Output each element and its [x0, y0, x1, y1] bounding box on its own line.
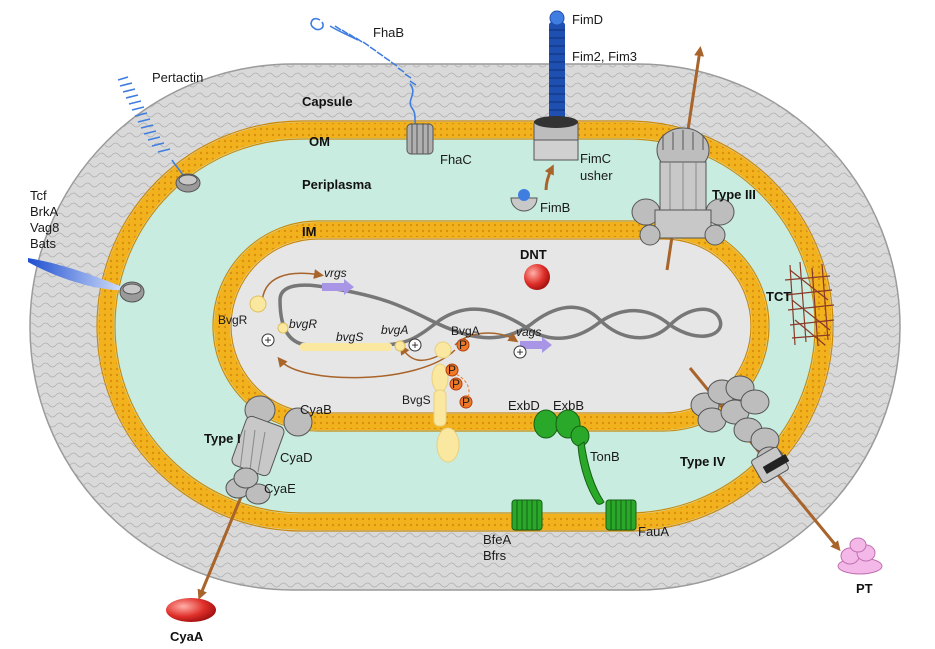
- inner-membrane-texture: [215, 223, 767, 429]
- label-fhab: FhaB: [373, 25, 404, 40]
- label-bvgr-gene: bvgR: [289, 317, 317, 331]
- vags-gene-arrow: [520, 337, 552, 353]
- dnt-toxin: [524, 264, 550, 290]
- svg-text:+: +: [264, 333, 271, 347]
- svg-text:+: +: [516, 345, 523, 359]
- phospho-relay-dash: [451, 371, 470, 403]
- label-pertactin: Pertactin: [152, 70, 203, 85]
- label-bvga-protein: BvgA: [451, 324, 480, 338]
- type3-secretion-system: [631, 46, 735, 271]
- tonb-protein: [577, 441, 605, 505]
- label-bfea: BfeA: [483, 532, 512, 547]
- phospho-group-3: P: [449, 377, 463, 391]
- label-bats: Bats: [30, 236, 57, 251]
- label-tct: TCT: [766, 289, 791, 304]
- label-pt: PT: [856, 581, 873, 596]
- fhac-transporter: [406, 123, 434, 155]
- autotransporter-porin: [119, 281, 145, 303]
- label-tcf: Tcf: [30, 188, 47, 203]
- type4-secretion-system: [688, 367, 841, 552]
- label-type1: Type I: [204, 431, 241, 446]
- bvga-gene-marker: [394, 340, 406, 352]
- label-tonb: TonB: [590, 449, 620, 464]
- label-dnt: DNT: [520, 247, 547, 262]
- label-periplasma: Periplasma: [302, 177, 372, 192]
- plus-sign-1: +: [261, 333, 275, 347]
- fimd-tip: [549, 10, 565, 26]
- fimb-chaperone: [510, 189, 538, 212]
- pt-toxin: [837, 537, 883, 575]
- bfea-receptor: [511, 499, 543, 531]
- label-bvgs-protein: BvgS: [402, 393, 431, 407]
- faua-receptor: [605, 499, 637, 531]
- label-bvgr-protein: BvgR: [218, 313, 248, 327]
- bvgs-gene-bar: [300, 343, 392, 351]
- autotransporter-spike: [28, 258, 130, 291]
- label-cyae: CyaE: [264, 481, 296, 496]
- label-bvgs-gene: bvgS: [336, 330, 363, 344]
- label-capsule: Capsule: [302, 94, 353, 109]
- outer-membrane-outline-outer: [96, 120, 834, 532]
- svg-text:P: P: [462, 395, 470, 409]
- label-type4: Type IV: [680, 454, 726, 469]
- svg-text:+: +: [411, 338, 418, 352]
- fhab-coil: [310, 17, 419, 129]
- bvgr-gene-marker: [277, 322, 289, 334]
- phospho-group-2: P: [445, 363, 459, 377]
- label-im: IM: [302, 224, 316, 239]
- outer-membrane-outline-inner: [114, 138, 816, 514]
- exbb-exbd-complex: [533, 409, 590, 447]
- phospho-group-1: P: [456, 338, 470, 352]
- label-fimc: FimC: [580, 151, 611, 166]
- label-bvga-gene: bvgA: [381, 323, 408, 337]
- label-fimb: FimB: [540, 200, 570, 215]
- type1-secretion-system: [197, 395, 313, 600]
- plus-sign-3: +: [513, 345, 527, 359]
- fimbria-shaft: [549, 22, 565, 126]
- label-usher: usher: [580, 168, 613, 183]
- fimc-usher-complex: [533, 116, 579, 161]
- inner-membrane-outline-outer: [212, 220, 770, 432]
- label-cyaa: CyaA: [170, 629, 204, 644]
- label-om: OM: [309, 134, 330, 149]
- cyaa-toxin: [166, 598, 216, 622]
- label-exbb: ExbB: [553, 398, 584, 413]
- label-fim2-fim3: Fim2, Fim3: [572, 49, 637, 64]
- bvgr-protein: [249, 295, 267, 313]
- label-vags: vags: [516, 325, 541, 339]
- label-vag8: Vag8: [30, 220, 59, 235]
- fimb-export-arrow: [544, 164, 554, 191]
- label-cyab: CyaB: [300, 402, 332, 417]
- label-vrgs: vrgs: [324, 266, 347, 280]
- tct-peptidoglycan: [784, 261, 835, 347]
- svg-text:P: P: [459, 338, 467, 352]
- label-exbd: ExbD: [508, 398, 540, 413]
- label-brka: BrkA: [30, 204, 59, 219]
- svg-text:P: P: [448, 363, 456, 377]
- inner-membrane-outline-inner: [230, 238, 752, 414]
- svg-text:P: P: [452, 377, 460, 391]
- phospho-group-4: P: [459, 395, 473, 409]
- label-bfrs: Bfrs: [483, 548, 507, 563]
- label-type3: Type III: [712, 187, 756, 202]
- vrgs-gene-arrow: [322, 279, 354, 295]
- pertactin-porin: [175, 173, 201, 193]
- label-fhac: FhaC: [440, 152, 472, 167]
- label-faua: FauA: [638, 524, 669, 539]
- plus-sign-2: +: [408, 338, 422, 352]
- label-fimd: FimD: [572, 12, 603, 27]
- bvgs-protein: [431, 341, 460, 463]
- chromosome-dna: [278, 283, 723, 347]
- label-cyad: CyaD: [280, 450, 313, 465]
